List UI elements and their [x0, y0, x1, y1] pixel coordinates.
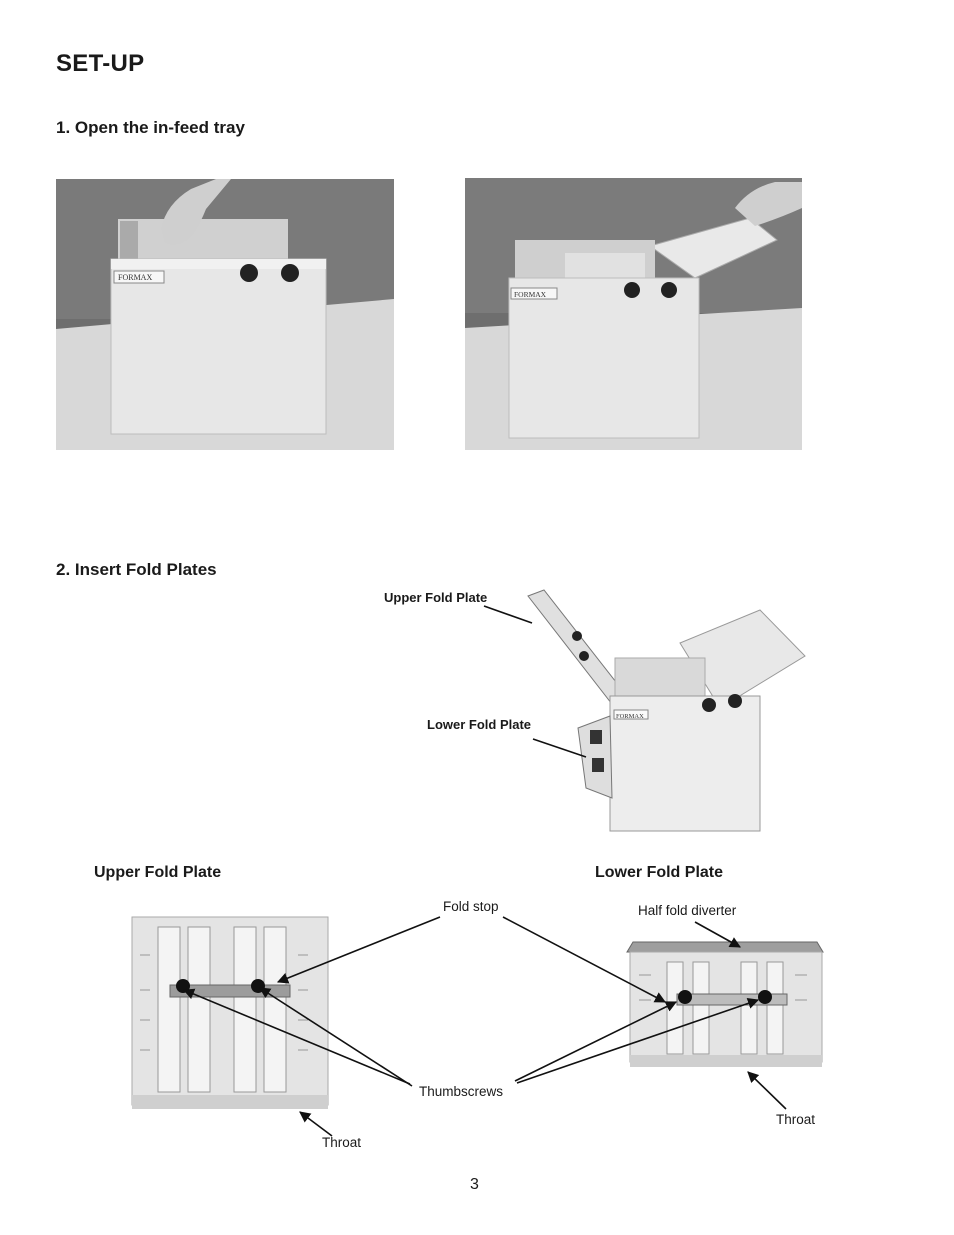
page-title: SET-UP	[56, 50, 145, 77]
label-fold-stop: Fold stop	[443, 899, 499, 914]
photo-tray-open: FORMAX	[465, 178, 802, 450]
label-thumbscrews: Thumbscrews	[419, 1084, 504, 1099]
photo-tray-closed: FORMAX	[56, 179, 394, 450]
callout-lower-fold-plate: Lower Fold Plate	[427, 717, 532, 732]
photo-upper-fold-plate	[130, 915, 330, 1115]
page-number: 3	[470, 1176, 479, 1193]
label-half-fold-diverter: Half fold diverter	[638, 903, 737, 918]
photo-lower-fold-plate	[625, 940, 830, 1080]
step-2-heading: 2. Insert Fold Plates	[56, 560, 217, 579]
label-throat-left: Throat	[322, 1135, 362, 1150]
label-throat-right: Throat	[776, 1112, 816, 1127]
upper-fold-plate-heading: Upper Fold Plate	[94, 864, 222, 881]
step-1-heading: 1. Open the in-feed tray	[56, 118, 245, 137]
callout-upper-fold-plate: Upper Fold Plate	[384, 590, 488, 605]
brand-label: FORMAX	[616, 713, 644, 720]
brand-label: FORMAX	[514, 290, 547, 299]
lower-fold-plate-heading: Lower Fold Plate	[595, 864, 724, 881]
arrow-throat-upper	[299, 1111, 333, 1137]
photo-fold-plates-inserted: FORMAX	[520, 588, 810, 840]
brand-label: FORMAX	[118, 273, 152, 282]
